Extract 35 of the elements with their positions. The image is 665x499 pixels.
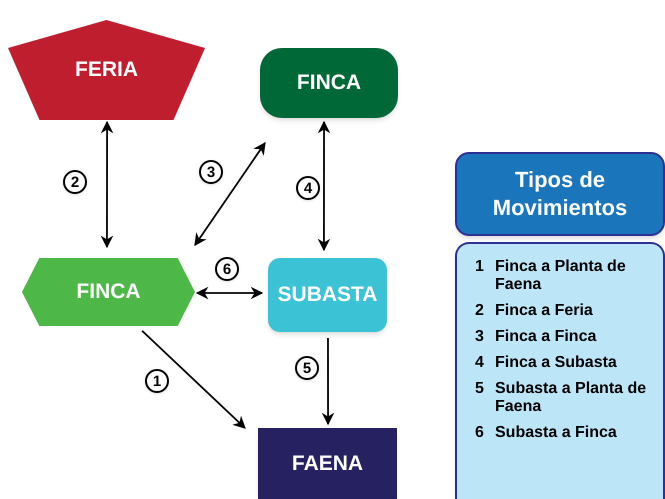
legend-text: Finca a Feria [495,302,593,320]
edge-label: 5 [295,356,319,380]
arrow [141,330,246,429]
header-box [455,152,665,236]
arrow [194,142,266,246]
arrow [318,120,330,252]
edge-label: 1 [145,369,169,393]
legend-text: Subasta a Planta de Faena [495,380,648,416]
edge-label: 6 [215,257,239,281]
rounded-box [268,258,387,332]
node-label: FINCA [76,279,141,306]
legend-text: Finca a Subasta [495,354,617,372]
legend-text: Finca a Planta de Faena [495,258,627,294]
legend-panel [455,242,665,499]
legend-text: Subasta a Finca [495,424,617,442]
legend-number: 6 [475,424,485,442]
node-label: FINCA [296,70,362,96]
edge-label: 2 [63,170,87,194]
process-box [258,428,397,499]
legend-number: 1 [475,258,485,277]
node-label: FAENA [292,450,364,477]
node-label: FERIA [75,57,138,84]
legend-number: 3 [475,328,485,346]
arrow [100,120,114,248]
rounded-box [260,48,398,118]
edge-label: 4 [296,176,320,200]
legend-number: 2 [475,302,485,320]
legend-number: 4 [475,354,485,372]
arrow [322,338,334,426]
arrow [196,286,264,300]
legend-text: Finca a Finca [495,328,596,346]
node-label: SUBASTA [278,282,378,308]
legend-number: 5 [475,380,485,399]
edge-label: 3 [199,160,223,184]
header-text: Tipos de Movimientos [492,166,628,222]
